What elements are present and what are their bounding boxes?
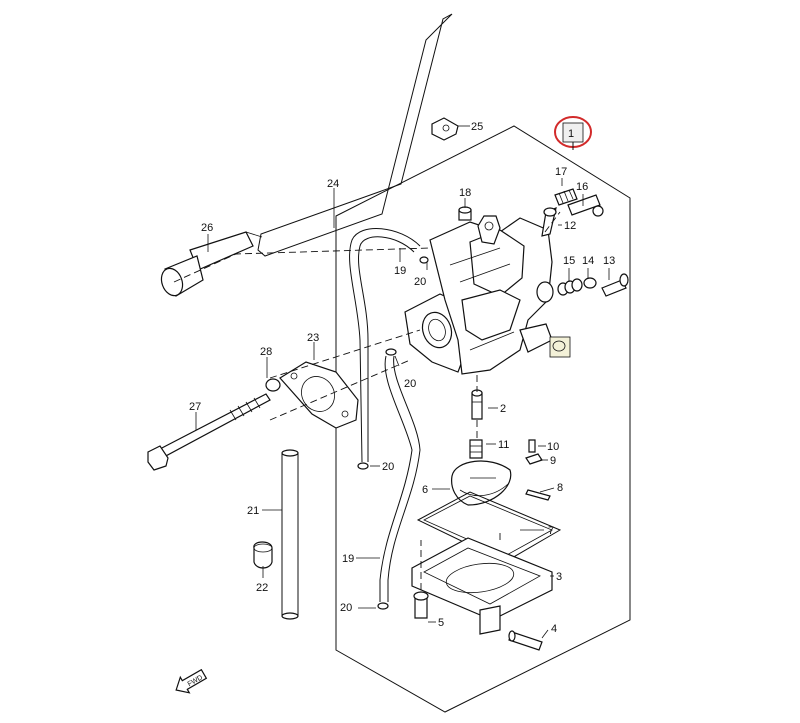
callout-19-lower: 19 <box>342 553 354 565</box>
plug-part-18 <box>458 206 472 221</box>
clip-part-20-c <box>385 348 397 356</box>
jet-part-11 <box>469 439 483 459</box>
tube-part-21 <box>281 449 299 620</box>
clip-part-25 <box>431 117 459 141</box>
dash-line-c <box>269 359 411 421</box>
callout-14: 14 <box>582 255 594 267</box>
assembly-boundary <box>335 125 631 713</box>
float-part-6 <box>451 460 512 506</box>
callout-20-lower: 20 <box>382 461 394 473</box>
screw-part-16 <box>567 194 604 217</box>
handle-part-26 <box>160 231 263 297</box>
clip-part-20-a <box>357 462 369 470</box>
callout-7: 7 <box>548 525 554 537</box>
carburetor-body <box>404 215 554 375</box>
screw-part-13 <box>601 273 629 297</box>
callout-9: 9 <box>550 455 556 467</box>
callout-13: 13 <box>603 255 615 267</box>
callout-8: 8 <box>557 482 563 494</box>
callout-27: 27 <box>189 401 201 413</box>
callout-12: 12 <box>564 220 576 232</box>
clamp-part-22 <box>253 541 273 569</box>
spring-part-17 <box>554 188 578 206</box>
callout-16: 16 <box>576 181 588 193</box>
callout-22: 22 <box>256 582 268 594</box>
callout-6: 6 <box>422 484 428 496</box>
callout-28: 28 <box>260 346 272 358</box>
float-bowl-part-3 <box>411 537 553 635</box>
spring-part-15 <box>557 278 583 296</box>
callout-25: 25 <box>471 121 483 133</box>
clip-part-9 <box>525 453 543 465</box>
callout-15: 15 <box>563 255 575 267</box>
gasket-part-23 <box>279 361 359 429</box>
pin-part-8 <box>525 489 551 501</box>
pin-part-10 <box>528 439 536 453</box>
callout-5: 5 <box>438 617 444 629</box>
callout-3: 3 <box>556 571 562 583</box>
clip-part-20-d <box>419 256 429 264</box>
bolt-part-27 <box>147 393 271 471</box>
hose-part-19-upper <box>349 228 421 463</box>
callout-20-bottom: 20 <box>340 602 352 614</box>
washer-part-14 <box>583 277 597 289</box>
callout-10: 10 <box>547 441 559 453</box>
dash-line-b <box>269 329 421 379</box>
drain-screw-part-4 <box>508 630 543 651</box>
callout-17: 17 <box>555 166 567 178</box>
clip-part-20-b <box>377 602 389 610</box>
callout-20-upper: 20 <box>414 276 426 288</box>
callout-23: 23 <box>307 332 319 344</box>
callout-24: 24 <box>327 178 339 190</box>
callout-26: 26 <box>201 222 213 234</box>
callout-18: 18 <box>459 187 471 199</box>
screw-part-5 <box>413 591 429 619</box>
hose-part-19-lower <box>379 355 413 602</box>
rod-part-24 <box>257 13 453 257</box>
fwd-arrow-icon: FWD <box>175 668 208 694</box>
callout-1: 1 <box>568 128 574 140</box>
callout-11: 11 <box>498 439 509 451</box>
callout-21: 21 <box>247 505 259 517</box>
washer-part-28 <box>265 378 281 392</box>
leader-lines <box>195 125 610 639</box>
dash-line-a <box>173 247 431 283</box>
jet-part-2 <box>471 389 483 420</box>
callout-19-upper: 19 <box>394 265 406 277</box>
screw-part-12 <box>541 207 557 237</box>
callout-2: 2 <box>500 403 506 415</box>
callout-20-middle: 20 <box>404 378 416 390</box>
callout-4: 4 <box>551 623 557 635</box>
dash-line-h <box>544 211 561 233</box>
